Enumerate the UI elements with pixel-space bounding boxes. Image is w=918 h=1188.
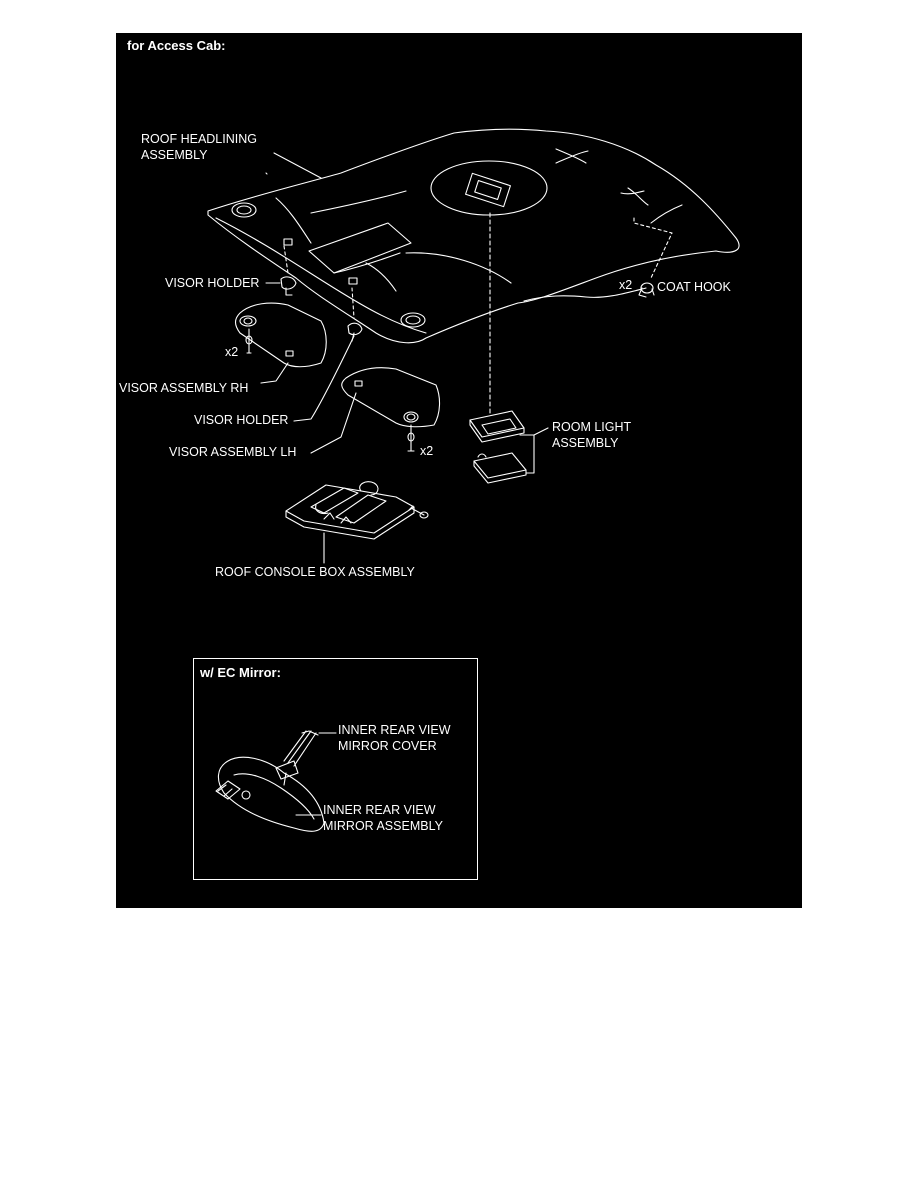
label-room-light-line2: ASSEMBLY xyxy=(552,436,619,450)
ec-mirror-inset: w/ EC Mirror: INNER REAR VIEW MIRROR COV… xyxy=(193,658,478,880)
visor-assembly-rh-part xyxy=(234,302,327,384)
label-visor-assembly-rh: VISOR ASSEMBLY RH xyxy=(119,381,249,395)
label-visor-assembly-lh: VISOR ASSEMBLY LH xyxy=(169,445,297,459)
visor-holder-lh-part xyxy=(293,287,363,422)
inset-title: w/ EC Mirror: xyxy=(200,665,281,680)
leader-roof-headlining xyxy=(273,152,322,179)
parts-drawing xyxy=(207,128,740,832)
label-mirror-cover-line1: INNER REAR VIEW xyxy=(338,723,451,737)
label-room-light-line1: ROOM LIGHT xyxy=(552,420,632,434)
coat-hook-dashline xyxy=(633,217,673,279)
label-coat-hook: COAT HOOK xyxy=(657,280,731,294)
label-visor-holder-lh: VISOR HOLDER xyxy=(194,413,289,427)
label-mirror-cover-line2: MIRROR COVER xyxy=(338,739,437,753)
label-visor-holder-rh: VISOR HOLDER xyxy=(165,276,260,290)
visor-assembly-lh-part xyxy=(310,367,441,454)
coat-hook-part xyxy=(638,282,655,298)
visor-holder-rh-part xyxy=(265,245,297,296)
label-roof-headlining-line1: ROOF HEADLINING xyxy=(141,132,257,146)
roof-console-part xyxy=(285,481,429,564)
room-light-part xyxy=(469,410,549,484)
roof-headlining-shape xyxy=(207,128,740,344)
label-roof-headlining-line2: ASSEMBLY xyxy=(141,148,208,162)
label-roof-console: ROOF CONSOLE BOX ASSEMBLY xyxy=(215,565,415,579)
diagram-panel: for Access Cab: ROOF HEADLINING ASSEMBLY… xyxy=(116,33,802,908)
section-title: for Access Cab: xyxy=(127,38,226,53)
label-qty-lh-screw: x2 xyxy=(420,444,434,458)
label-qty-rh-screw: x2 xyxy=(225,345,239,359)
inner-mirror-parts xyxy=(215,730,337,832)
label-qty-coat-hook: x2 xyxy=(619,278,633,292)
label-mirror-assembly-line1: INNER REAR VIEW xyxy=(323,803,436,817)
label-mirror-assembly-line2: MIRROR ASSEMBLY xyxy=(323,819,443,833)
